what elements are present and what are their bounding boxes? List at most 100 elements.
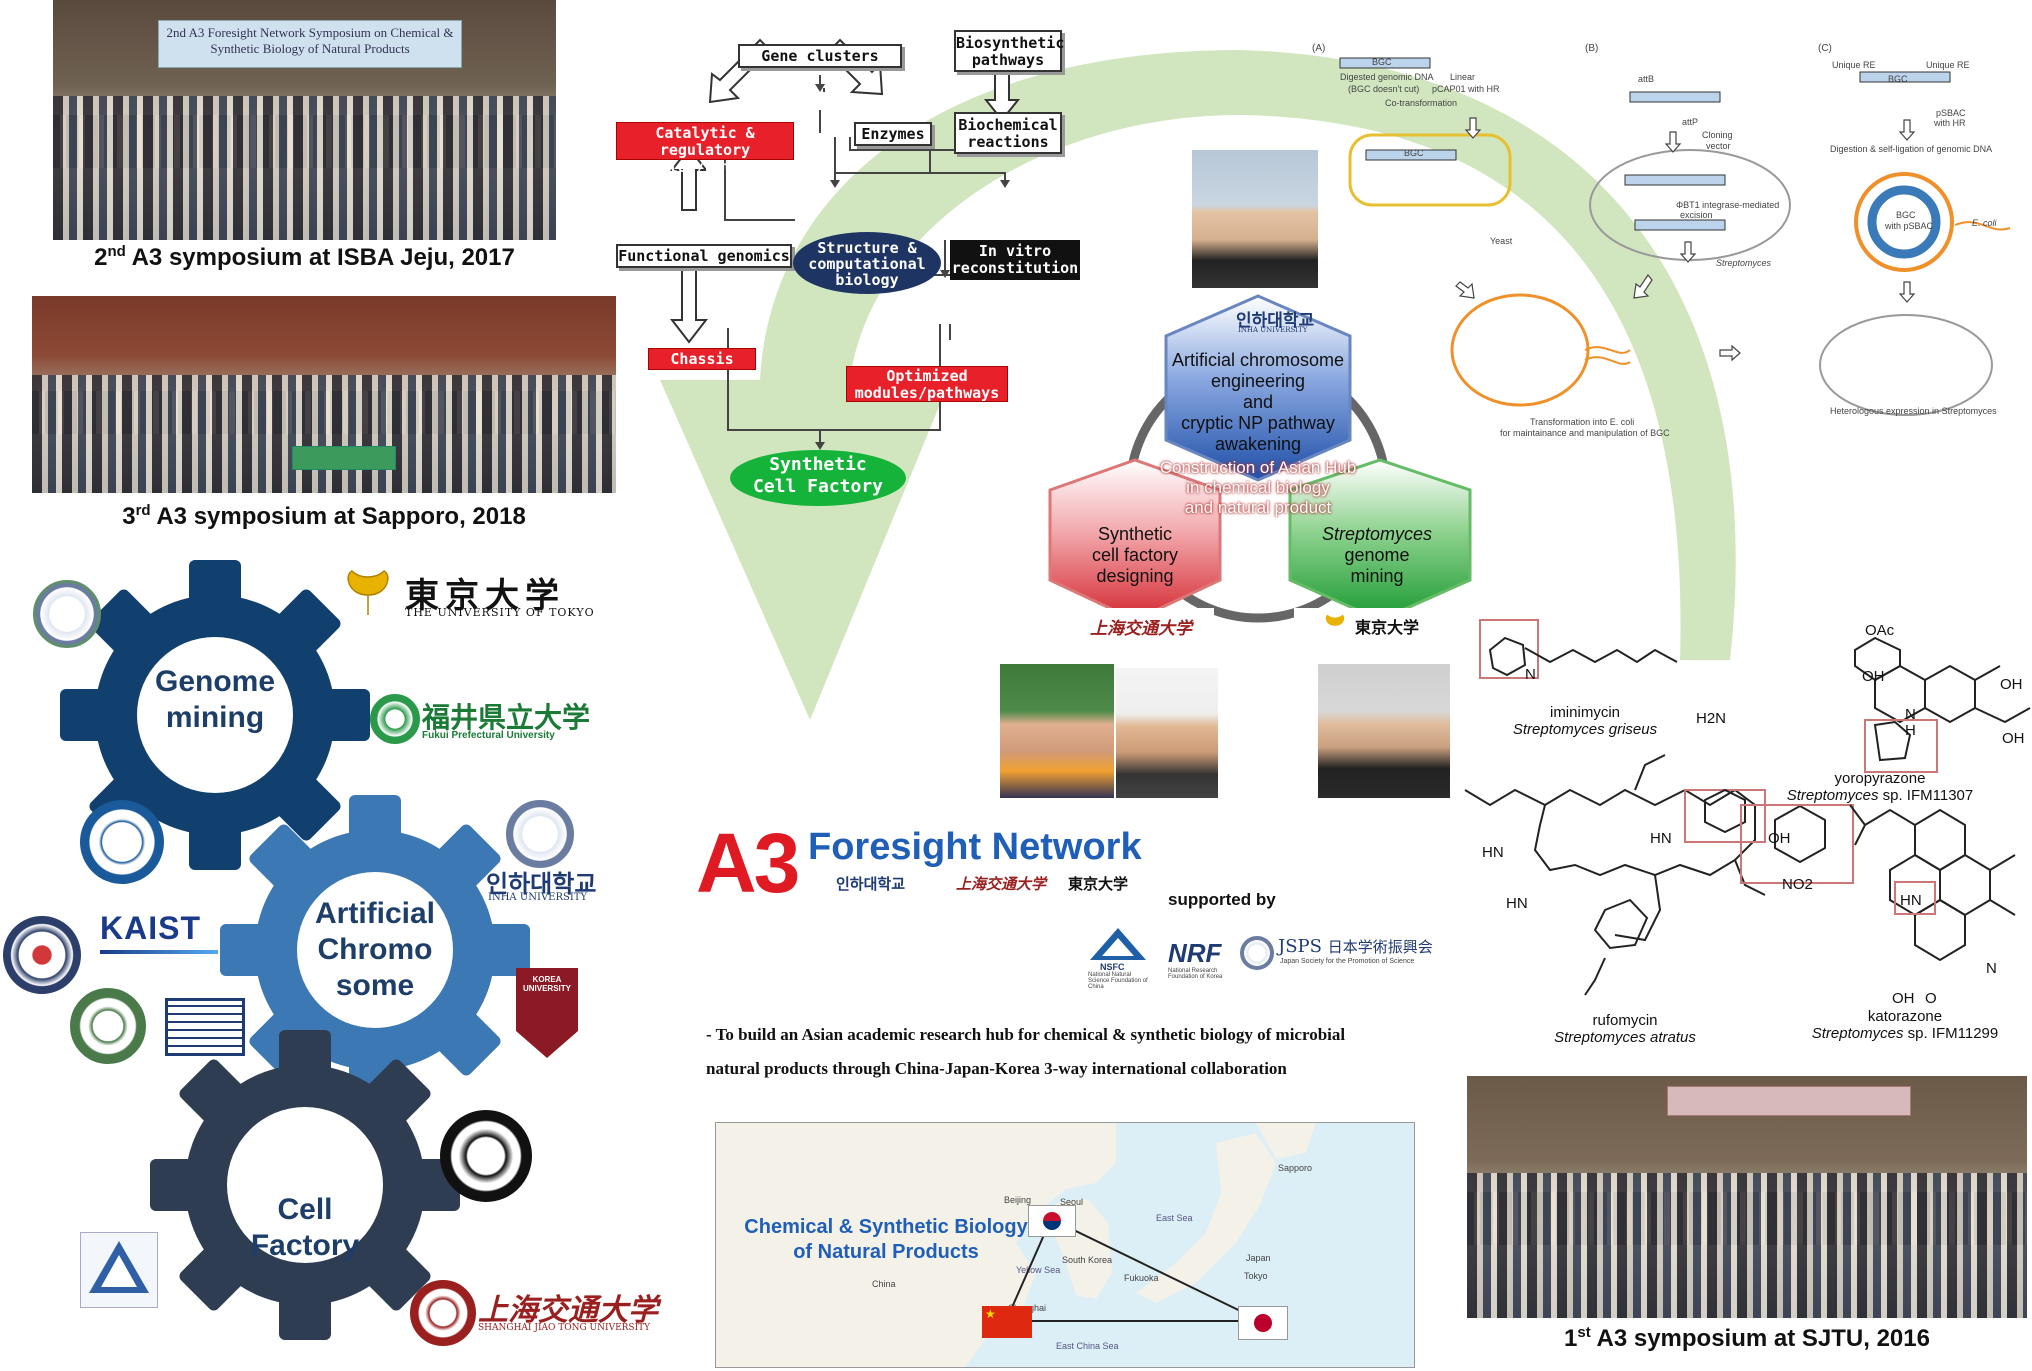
panel-c-digestion: Digestion & self-ligation of genomic DNA xyxy=(1830,144,1993,154)
flow-optimized-line2: modules/pathways xyxy=(854,384,1000,402)
atom-oh-5: OH xyxy=(1892,990,1915,1007)
hub-top-line5: awakening xyxy=(1214,434,1302,454)
compound-iminimycin-name: iminimycin xyxy=(1549,704,1620,721)
map-fukuoka: Fukuoka xyxy=(1124,1273,1159,1283)
inha-logo-en: INHA UNIVERSITY xyxy=(488,892,588,903)
panel-c-bgc-psbac-2: with pSBAC xyxy=(1885,221,1934,231)
gear-genome-label: Genome mining xyxy=(125,664,305,736)
nsfc-sub: National Natural Science Foundation of C… xyxy=(1088,972,1148,990)
flow-invitro-line1: In vitro xyxy=(978,242,1052,260)
panel-c-unique-1: Unique RE xyxy=(1832,60,1876,70)
jsps-sub: Japan Society for the Promotion of Scien… xyxy=(1280,958,1415,965)
panel-b-strep: Streptomyces xyxy=(1716,258,1772,268)
atom-h2n: H2N xyxy=(1696,710,1727,727)
panel-b-phi: ΦBT1 integrase-mediated xyxy=(1676,200,1780,210)
atom-n-1: N xyxy=(1905,706,1916,723)
map-japan: Japan xyxy=(1246,1253,1271,1263)
flow-biosynthetic: Biosynthetic pathways xyxy=(954,30,1064,72)
zhejiang-logo xyxy=(440,1110,532,1202)
jsps-emblem xyxy=(1240,936,1274,970)
panel-a-digested: Digested genomic DNA xyxy=(1340,72,1434,82)
panel-b-attb: attB xyxy=(1638,74,1655,84)
flow-catalytic-line1: Catalytic & regulatory xyxy=(655,124,755,159)
gear-genome-line1: Genome xyxy=(154,665,276,698)
hub-center-line2: in chemical biology xyxy=(1186,478,1330,497)
fukui-logo-en: Fukui Prefectural University xyxy=(422,730,555,741)
atom-n-2: N xyxy=(1986,960,1997,977)
atom-oac: OAc xyxy=(1865,622,1895,639)
panel-a-pcap: pCAP01 with HR xyxy=(1432,84,1500,94)
sapporo-banner-sign xyxy=(292,446,396,470)
hub-hexagons xyxy=(1048,294,1472,638)
flag-korea-icon xyxy=(1028,1205,1076,1237)
tokyo-logo-en: THE UNIVERSITY OF TOKYO xyxy=(405,606,595,619)
photo-sapporo-symposium xyxy=(32,296,616,493)
atom-hn-3: HN xyxy=(1650,830,1672,847)
panel-b-cloning-2: vector xyxy=(1706,141,1731,151)
caption-sapporo-rest: A3 symposium at Sapporo, 2018 xyxy=(150,503,526,530)
caption-jeju-sup: nd xyxy=(107,243,126,260)
panel-b-label: (B) xyxy=(1585,43,1599,54)
panel-a-doesnt: (BGC doesn't cut) xyxy=(1348,84,1420,94)
sjtu-banner xyxy=(1667,1086,1911,1116)
kaist-logo-underline xyxy=(100,950,218,954)
portrait-sjtu-pi-1 xyxy=(1000,664,1114,798)
panel-c-ecoli: E. coli xyxy=(1972,218,1997,228)
sjtu-seal xyxy=(410,1280,476,1346)
flow-biochemical: Biochemical reactions xyxy=(954,112,1062,154)
compound-katorazone-name: katorazone xyxy=(1867,1008,1943,1025)
gear-chromosome-label: Artificial Chromo some xyxy=(285,896,465,1004)
hetero-label: Heterologous expression in Streptomyces xyxy=(1830,406,1997,416)
network-inha-logo: 인하대학교 xyxy=(836,875,906,893)
flow-structure-line2: computational xyxy=(808,255,926,273)
hub-left-line1: Synthetic xyxy=(1097,524,1173,544)
caption-jeju-rest: A3 symposium at ISBA Jeju, 2017 xyxy=(125,244,515,271)
tokyo-logo-cjk: 東京大学 xyxy=(405,576,565,616)
map-triangle xyxy=(1004,1217,1262,1322)
portrait-sjtu-pi-2 xyxy=(1116,668,1218,798)
hub-center-line3: and natural product xyxy=(1184,498,1332,517)
flow-biochemical-line2: reactions xyxy=(967,133,1049,151)
caption-jeju-num: 2 xyxy=(94,244,108,271)
panel-a-linear: Linear xyxy=(1450,72,1476,82)
flag-china-icon: ★ xyxy=(982,1306,1032,1338)
hub-top-line1: Artificial chromosome xyxy=(1171,350,1345,370)
map-title-line1: Chemical & Synthetic Biology xyxy=(744,1216,1028,1238)
caption-jeju: 2nd A3 symposium at ISBA Jeju, 2017 xyxy=(53,243,556,272)
compound-rufomycin: rufomycin Streptomyces atratus xyxy=(1510,1012,1740,1046)
hub-center-text: Construction of Asian Hub in chemical bi… xyxy=(1130,458,1386,518)
compound-yoropyrazone-organism: Streptomyces xyxy=(1786,787,1879,804)
gear-cell xyxy=(150,1030,460,1340)
portrait-tokyo-pi xyxy=(1318,664,1450,798)
gear-chromosome-line3: some xyxy=(335,969,415,1002)
map-east-china-sea: East China Sea xyxy=(1056,1341,1119,1351)
nsfc-icon xyxy=(1090,928,1146,960)
gear-cell-label: Cell Factory xyxy=(215,1192,395,1264)
atom-oh-4: OH xyxy=(1768,830,1791,847)
tokyotech-logo xyxy=(80,800,164,884)
jsps-logo: JSPS 日本学術振興会 xyxy=(1278,936,1433,957)
hub-right-line1: Streptomyces xyxy=(1321,524,1433,544)
map-south-korea: South Korea xyxy=(1062,1255,1113,1265)
ginkgo-icon xyxy=(347,570,389,615)
transform-line1: Transformation into E. coli xyxy=(1530,417,1635,427)
gear-cell-line1: Cell xyxy=(277,1193,333,1226)
compound-katorazone-organism: Streptomyces xyxy=(1811,1025,1904,1042)
flow-catalytic-line2: modules/pathways xyxy=(632,158,778,176)
caption-sapporo: 3rd A3 symposium at Sapporo, 2018 xyxy=(32,502,616,531)
hub-top-line2: engineering xyxy=(1210,371,1306,391)
gear-chromosome-line2: Chromo xyxy=(317,933,433,966)
map-tokyo: Tokyo xyxy=(1244,1271,1268,1281)
panel-c-psbac: pSBAC xyxy=(1936,108,1966,118)
atom-hn-2: HN xyxy=(1506,895,1528,912)
flow-synthetic-line2: Cell Factory xyxy=(752,476,884,497)
hub-sjtu-logo: 上海交通大学 xyxy=(1090,619,1192,639)
catholic-logo xyxy=(165,998,245,1056)
compound-iminimycin: iminimycin Streptomyces griseus xyxy=(1470,704,1700,738)
mission-statement: - To build an Asian academic research hu… xyxy=(706,1018,1345,1086)
panel-b-excision: excision xyxy=(1680,210,1713,220)
chemical-structures xyxy=(1464,619,2031,996)
fukui-logo-icon xyxy=(370,694,420,744)
panel-a-bgc2: BGC xyxy=(1404,148,1424,158)
caption-sapporo-num: 3 xyxy=(122,503,136,530)
